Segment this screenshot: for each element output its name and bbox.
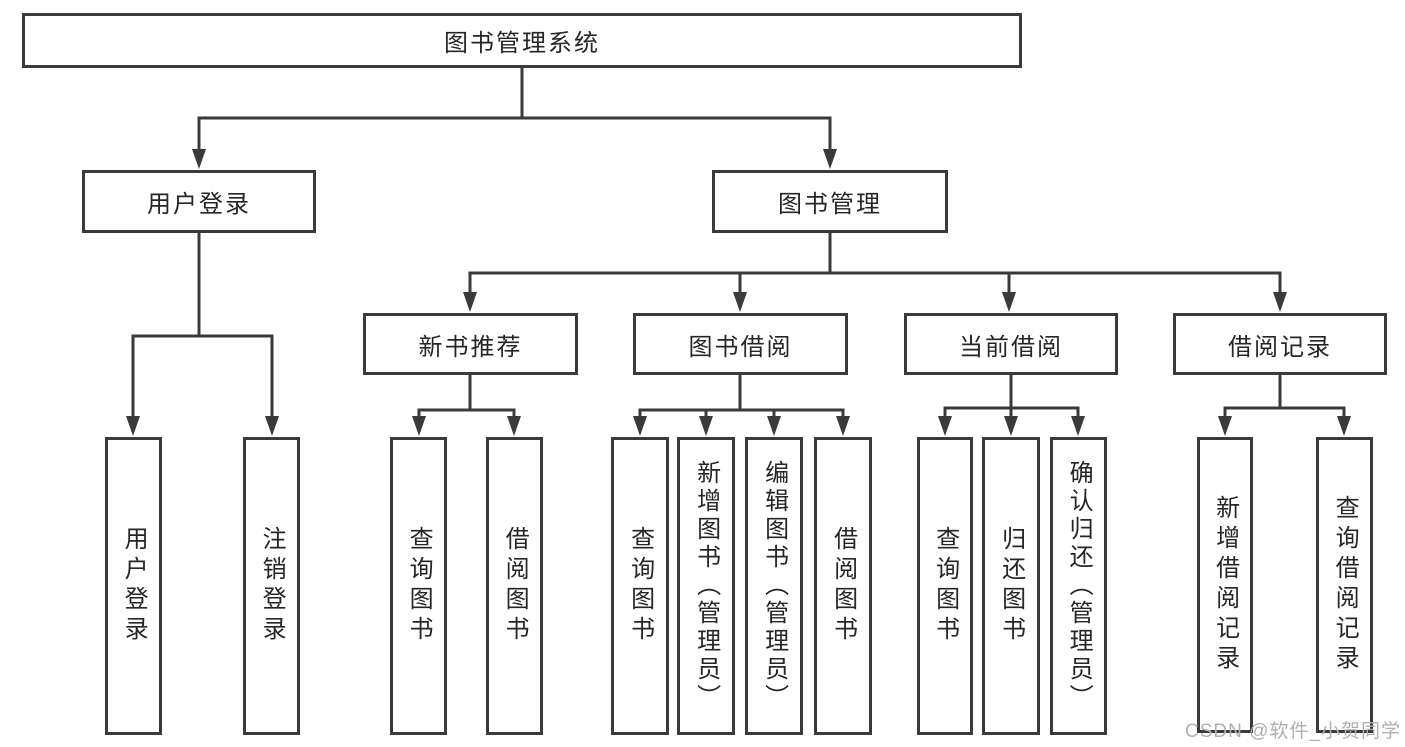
- leaf-edit-book-admin-label: 编辑图书（管理员）: [760, 460, 788, 712]
- leaf-query-books-borrowing: 查询图书: [611, 437, 669, 735]
- leaf-query-books-borrowing-label: 查询图书: [626, 526, 654, 646]
- leaf-query-books-current-label: 查询图书: [931, 526, 959, 646]
- node-user-login: 用户登录: [82, 170, 316, 233]
- leaf-user-login-label: 用户登录: [120, 526, 148, 646]
- leaf-confirm-return-admin: 确认归还（管理员）: [1050, 437, 1107, 735]
- node-current-borrowing-label: 当前借阅: [959, 333, 1063, 361]
- node-current-borrowing: 当前借阅: [904, 313, 1118, 375]
- leaf-borrow-books-recommend: 借阅图书: [486, 437, 543, 735]
- node-new-book-recommend: 新书推荐: [363, 313, 578, 375]
- leaf-edit-book-admin: 编辑图书（管理员）: [745, 437, 803, 735]
- node-library-system: 图书管理系统: [22, 13, 1022, 68]
- leaf-logout-label: 注销登录: [258, 526, 286, 646]
- node-library-system-label: 图书管理系统: [444, 30, 600, 57]
- leaf-query-borrow-record: 查询借阅记录: [1316, 437, 1373, 733]
- leaf-borrow-books-borrowing: 借阅图书: [814, 437, 872, 735]
- leaf-logout: 注销登录: [243, 437, 300, 735]
- node-book-borrowing-label: 图书借阅: [688, 333, 793, 361]
- leaf-borrow-books-borrowing-label: 借阅图书: [829, 526, 857, 646]
- node-user-login-label: 用户登录: [147, 191, 251, 218]
- csdn-watermark: CSDN @软件_小贺同学: [1185, 721, 1401, 742]
- node-borrowing-records-label: 借阅记录: [1228, 333, 1332, 361]
- node-new-book-recommend-label: 新书推荐: [418, 333, 523, 361]
- leaf-query-books-recommend-label: 查询图书: [405, 526, 433, 646]
- leaf-return-book: 归还图书: [982, 437, 1040, 735]
- node-book-management: 图书管理: [712, 170, 948, 233]
- leaf-borrow-books-recommend-label: 借阅图书: [501, 526, 529, 646]
- node-borrowing-records: 借阅记录: [1173, 313, 1387, 375]
- node-book-borrowing: 图书借阅: [633, 313, 848, 375]
- leaf-query-books-recommend: 查询图书: [390, 437, 447, 735]
- leaf-add-book-admin-label: 新增图书（管理员）: [692, 460, 720, 712]
- node-book-management-label: 图书管理: [778, 191, 882, 218]
- leaf-add-borrow-record-label: 新增借阅记录: [1211, 495, 1239, 675]
- leaf-confirm-return-admin-label: 确认归还（管理员）: [1065, 460, 1093, 712]
- leaf-add-borrow-record: 新增借阅记录: [1197, 437, 1253, 733]
- leaf-add-book-admin: 新增图书（管理员）: [677, 437, 735, 735]
- leaf-return-book-label: 归还图书: [997, 526, 1025, 646]
- leaf-user-login: 用户登录: [105, 437, 162, 735]
- leaf-query-borrow-record-label: 查询借阅记录: [1331, 495, 1359, 675]
- leaf-query-books-current: 查询图书: [917, 437, 973, 735]
